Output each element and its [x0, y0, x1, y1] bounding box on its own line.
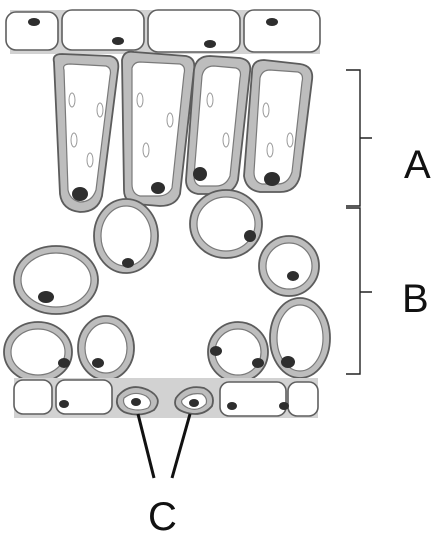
epidermal-cell — [56, 380, 112, 414]
lower-epidermis — [14, 378, 318, 418]
nucleus — [28, 18, 40, 26]
label-c: C — [148, 495, 177, 539]
pointer-line-left — [138, 414, 154, 478]
nucleus — [281, 356, 295, 368]
upper-epidermis — [6, 10, 320, 54]
nucleus — [287, 271, 299, 281]
epidermal-cell — [14, 380, 52, 414]
bracket-b — [346, 208, 372, 374]
nucleus — [122, 258, 134, 268]
epidermal-cell — [148, 10, 240, 52]
bracket-a — [346, 70, 372, 206]
epidermal-cell — [244, 10, 320, 52]
label-a: A — [404, 143, 431, 187]
nucleus — [131, 398, 141, 406]
nucleus — [252, 358, 264, 368]
pointer-line-right — [172, 414, 190, 478]
spongy-cell-interior — [266, 243, 312, 289]
nucleus — [193, 167, 207, 181]
spongy-cell-interior — [85, 323, 127, 373]
spongy-cell-interior — [197, 197, 255, 251]
epidermal-cell — [288, 382, 318, 416]
nucleus — [58, 358, 70, 368]
nucleus — [266, 18, 278, 26]
nucleus — [112, 37, 124, 45]
spongy-cell-interior — [101, 206, 151, 266]
nucleus — [264, 172, 280, 186]
spongy-cell-interior — [11, 329, 65, 375]
spongy-mesophyll — [4, 190, 330, 382]
nucleus — [38, 291, 54, 303]
nucleus — [210, 346, 222, 356]
nucleus — [189, 399, 199, 407]
nucleus — [279, 402, 289, 410]
nucleus — [204, 40, 216, 48]
nucleus — [72, 187, 88, 201]
label-b: B — [402, 277, 429, 321]
epidermal-cell — [6, 12, 58, 50]
spongy-cell-interior — [21, 253, 91, 307]
nucleus — [227, 402, 237, 410]
epidermal-cell — [220, 382, 286, 416]
palisade-layer — [54, 52, 313, 212]
epidermal-cell — [62, 10, 144, 50]
spongy-cell-interior — [215, 329, 261, 375]
nucleus — [92, 358, 104, 368]
nucleus — [151, 182, 165, 194]
nucleus — [59, 400, 69, 408]
nucleus — [244, 230, 256, 242]
